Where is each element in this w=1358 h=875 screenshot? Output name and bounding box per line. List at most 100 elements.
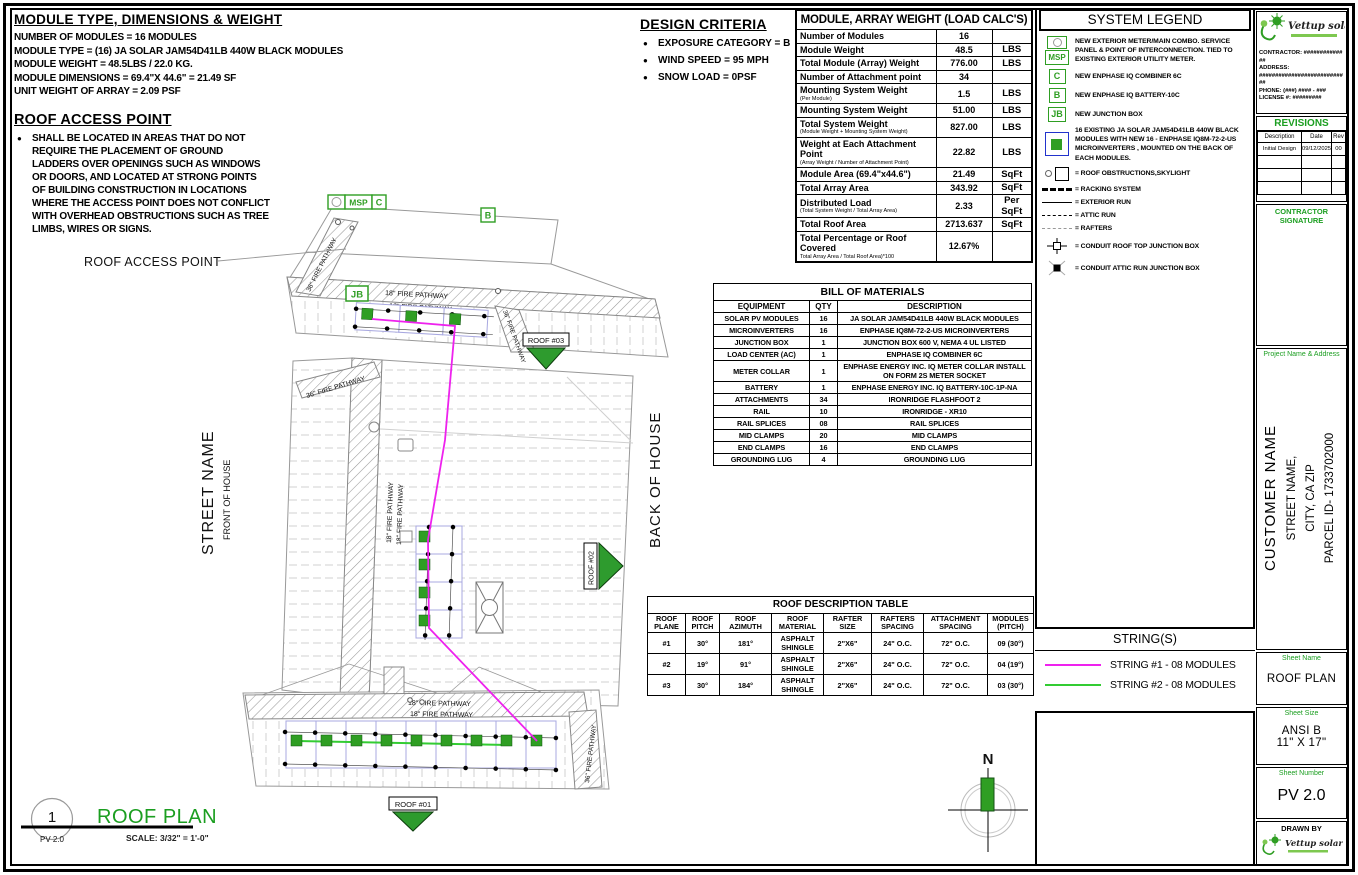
load-calc-title: MODULE, ARRAY WEIGHT (LOAD CALC'S) [795,9,1033,30]
bom-row: GROUNDING LUG 4 GROUNDING LUG [713,453,1032,466]
compass-needle [980,777,995,812]
roof-plane-2: 36" FIRE PATHWAY 18" FIRE PATHWAY 18" FI… [281,357,634,707]
viewport-title: ROOF PLAN [97,806,217,828]
contractor-signature-label: CONTRACTOR SIGNATURE [1274,207,1329,225]
system-legend-title: SYSTEM LEGEND [1039,9,1251,31]
sheet-size-block: Sheet Size ANSI B 11" X 17" [1256,707,1347,765]
bom-title: BILL OF MATERIALS [713,283,1032,301]
microinverter [410,734,423,747]
bom-header-description: DESCRIPTION [837,300,1032,313]
roof-desc-row: #3 30° 184° ASPHALT SHINGLE 2"X6" 24" O.… [647,674,1034,697]
design-criteria-title: DESIGN CRITERIA [640,16,767,32]
revision-row-empty [1257,168,1346,182]
junction-box-icon: JB [1039,107,1075,122]
obstruction-icon [1039,166,1075,181]
fire-pathway-hatch-36-mid [295,361,381,399]
load-calc-table: MODULE, ARRAY WEIGHT (LOAD CALC'S) Numbe… [795,9,1033,263]
battery-badge: B [480,207,496,223]
bill-of-materials-table: BILL OF MATERIALS EQUIPMENT QTY DESCRIPT… [713,283,1032,466]
roof-desc-title: ROOF DESCRIPTION TABLE [647,596,1034,614]
design-criteria-item: ● EXPOSURE CATEGORY = B [640,37,800,51]
conduit-junction-dot [407,697,413,703]
revisions-title: REVISIONS [1257,117,1346,131]
roof-access-leader [217,248,347,262]
fire-pathway-18-label: 18" FIRE PATHWAY [386,481,395,543]
bullet-icon: ● [643,56,648,65]
bom-row: ATTACHMENTS 34 IRONRIDGE FLASHFOOT 2 [713,393,1032,406]
load-calc-row: Total System Weight(Module Weight + Moun… [795,116,1033,138]
logo-plant-icon [1260,13,1285,41]
load-calc-row: Total Roof Area 2713.637 SqFt [795,217,1033,232]
viewport-number: 1 [48,809,56,826]
sheet-number-value: PV 2.0 [1277,786,1326,804]
load-calc-row: Number of Attachment point 34 [795,69,1033,84]
svg-text:C: C [376,198,383,208]
load-calc-row: Module Weight 48.5 LBS [795,42,1033,57]
string-2-swatch [1045,684,1101,686]
roof-obstruction [399,530,413,543]
roof-access-point-label: ROOF ACCESS POINT [84,255,221,269]
array-roof2 [415,524,463,643]
viewport-title-marker: 1 PV 2.0 ROOF PLAN SCALE: 3/32" = 1'-0" [21,797,217,844]
load-calc-row: Mounting System Weight 51.00 LBS [795,103,1033,118]
legend-item: = RACKING SYSTEM [1039,185,1251,194]
exterior-run-icon [1039,201,1075,203]
combiner-badge: C [371,194,387,210]
contractor-license: LICENSE #: ######### [1259,95,1322,101]
project-parcel: PARCEL ID- 1733702000 [1324,432,1336,564]
combiner-icon: C [1039,69,1075,84]
contractor-phone: PHONE: (###) #### - ### [1259,87,1327,94]
customer-name: CUSTOMER NAME [1262,424,1279,572]
revision-row-empty [1257,155,1346,169]
legend-item: = ATTIC RUN [1039,211,1251,220]
roof-plane-3: 18" FIRE PATHWAY 18" FIRE PATHWAY 36" FI… [286,194,669,364]
module-icon [1039,132,1075,157]
note-line: NUMBER OF MODULES = 16 MODULES [14,32,197,43]
contractor-block: Vettup solar CONTRACTOR: ############## … [1256,11,1347,114]
microinverter [470,734,483,747]
bom-header-equipment: EQUIPMENT [713,300,810,313]
conduit-rooftop-icon [1039,237,1075,255]
fire-pathway-18-label: 18" FIRE PATHWAY [410,711,473,719]
svg-text:B: B [485,211,492,221]
sheet-size-label: Sheet Size [1284,710,1319,717]
logo-text: Vettup solar [1288,21,1345,32]
roof-obstruction [368,421,380,433]
roof-description-table: ROOF DESCRIPTION TABLE ROOF PLANE ROOF P… [647,596,1034,697]
bom-row: METER COLLAR 1 ENPHASE ENERGY INC. IQ ME… [713,360,1032,382]
sheet-outer-border [3,3,1355,872]
revisions-block: REVISIONS Description Date Rev Initial D… [1256,116,1347,202]
fire-pathway-18-label: 18" FIRE PATHWAY [396,483,405,545]
drawn-by-block: DRAWN BY Vettup solar [1256,821,1347,865]
msp-badge: MSP [327,194,373,210]
svg-text:MSP: MSP [349,198,368,208]
fire-pathway-hatch-gable [383,666,405,697]
string-2-legend-row: STRING #2 - 08 MODULES [1045,679,1249,691]
revisions-table: Description Date Rev Initial Design 09/1… [1257,131,1346,195]
viewport-sheet-ref: PV 2.0 [40,835,65,844]
legend-item: C NEW ENPHASE IQ COMBINER 6C [1039,69,1251,84]
microinverter [350,734,363,747]
microinverter [500,734,513,747]
string-1-line [371,318,538,742]
legend-item: = CONDUIT ROOF TOP JUNCTION BOX [1039,237,1251,255]
street-name-label: STREET NAME [200,431,217,556]
project-info-rotated: CUSTOMER NAME STREET NAME, CITY, CA ZIP … [1259,354,1344,642]
conduit-junction-dot [335,219,341,225]
roof-obstruction [397,438,414,452]
roof3-arrow: ROOF #03 [522,332,570,370]
fire-pathway-hatch-top [286,276,661,319]
bom-row: MID CLAMPS 20 MID CLAMPS [713,429,1032,442]
legend-item: = CONDUIT ATTIC RUN JUNCTION BOX [1039,259,1251,277]
junction-box-badge: JB [345,285,369,302]
microinverter [361,307,374,320]
front-of-house-label: FRONT OF HOUSE [222,460,232,540]
sheet-size-line2: 11" X 17" [1276,736,1327,749]
svg-text:ROOF #02: ROOF #02 [589,551,596,585]
fire-pathway-18-label: 18" FIRE PATHWAY [408,700,471,708]
roof2-arrow: ROOF #02 [583,541,624,591]
legend-item: = RAFTERS [1039,224,1251,233]
